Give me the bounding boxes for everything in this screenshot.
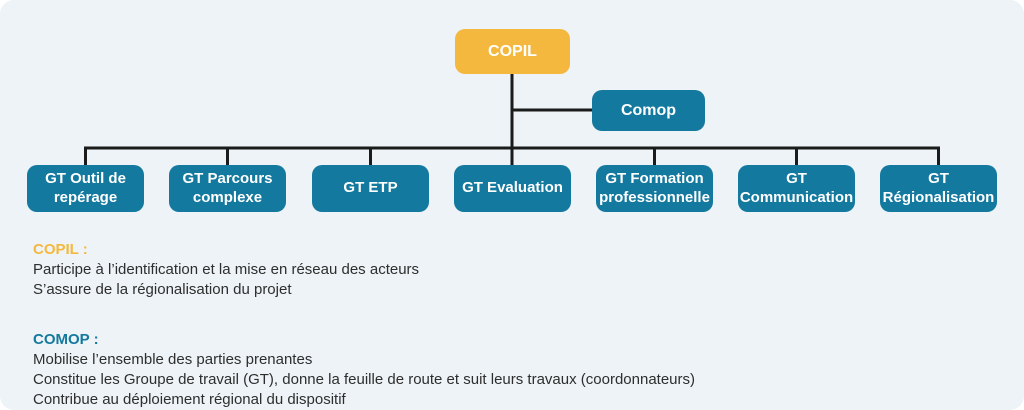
legend-copil-line: Participe à l’identification et la mise … (33, 261, 420, 278)
node-gt-communication: GT Communication (738, 165, 855, 212)
legend-copil-heading: COPIL : (33, 241, 88, 258)
node-gt-etp: GT ETP (312, 165, 429, 212)
node-gt-label: GT Communication (739, 170, 854, 206)
node-gt-label: GT Formation professionnelle (599, 170, 710, 206)
legend-copil-line: S’assure de la régionalisation du projet (33, 281, 292, 298)
node-gt-label: GT Evaluation (462, 179, 563, 197)
node-gt-label: GT Parcours complexe (182, 170, 273, 206)
node-gt-label: GT Régionalisation (882, 170, 995, 206)
node-gt-outil-de-reperage: GT Outil de repérage (27, 165, 144, 212)
node-comop-label: Comop (620, 101, 677, 119)
legend-comop-heading: COMOP : (33, 331, 99, 348)
node-gt-regionalisation: GT Régionalisation (880, 165, 997, 212)
node-copil: COPIL (455, 29, 570, 74)
node-comop: Comop (592, 90, 705, 131)
legend-comop-line: Mobilise l’ensemble des parties prenante… (33, 351, 313, 368)
legend-comop-line: Contribue au déploiement régional du dis… (33, 391, 346, 408)
legend-comop-line: Constitue les Groupe de travail (GT), do… (33, 371, 696, 388)
legend-copil: COPIL : Participe à l’identification et … (33, 240, 695, 300)
node-gt-label: GT ETP (343, 179, 398, 197)
legend-comop: COMOP : Mobilise l’ensemble des parties … (33, 330, 695, 410)
node-copil-label: COPIL (488, 42, 537, 60)
node-gt-formation-professionnelle: GT Formation professionnelle (596, 165, 713, 212)
legend: COPIL : Participe à l’identification et … (33, 240, 695, 410)
node-gt-evaluation: GT Evaluation (454, 165, 571, 212)
node-gt-label: GT Outil de repérage (45, 170, 126, 206)
node-gt-parcours-complexe: GT Parcours complexe (169, 165, 286, 212)
